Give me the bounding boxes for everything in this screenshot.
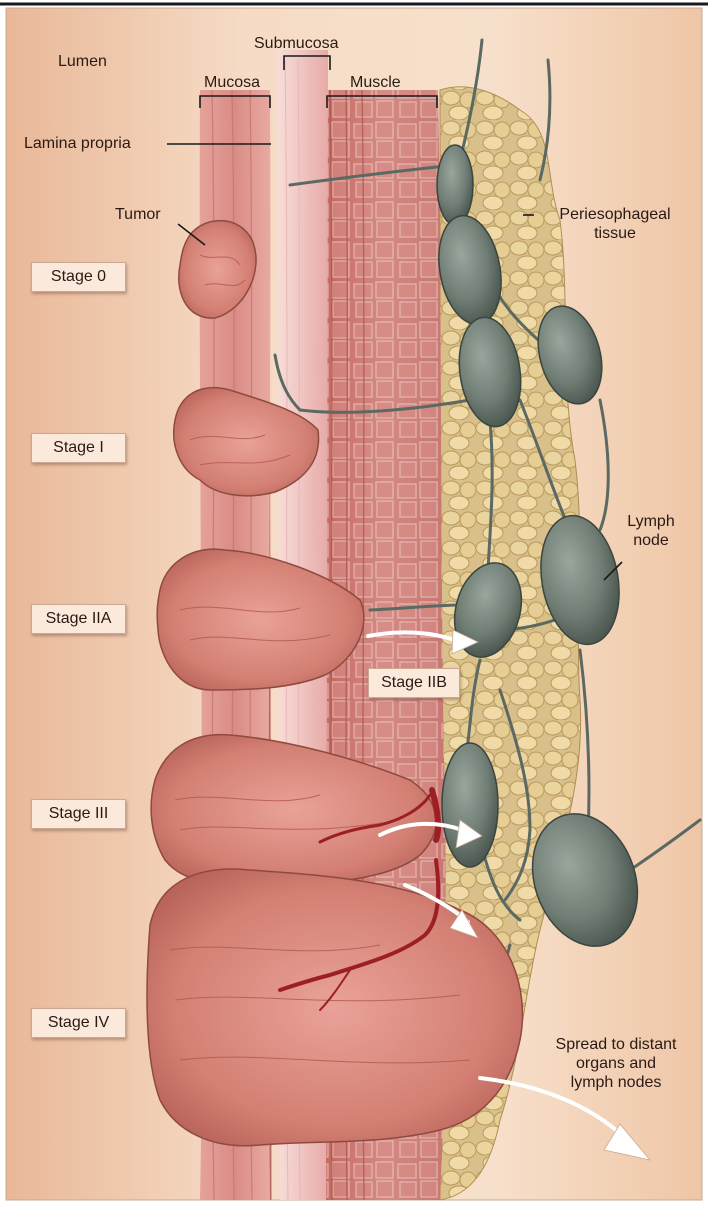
spread-label-line2: organs and <box>536 1054 696 1073</box>
stage-3-label: Stage III <box>31 799 126 829</box>
stage-2a-label: Stage IIA <box>31 604 126 634</box>
mucosa-label: Mucosa <box>204 73 260 92</box>
stage-0-label: Stage 0 <box>31 262 126 292</box>
periesophageal-label-line1: Periesophageal <box>540 205 690 224</box>
lymph-node-label-line1: Lymph <box>616 512 686 531</box>
muscle-label: Muscle <box>350 73 401 92</box>
spread-label: Spread to distant organs and lymph nodes <box>536 1035 696 1092</box>
periesophageal-label-line2: tissue <box>540 224 690 243</box>
lamina-propria-label: Lamina propria <box>24 134 131 153</box>
periesophageal-tissue-label: Periesophageal tissue <box>540 205 690 243</box>
lymph-node-label: Lymph node <box>616 512 686 550</box>
lymph-node-label-line2: node <box>616 531 686 550</box>
lumen-label: Lumen <box>58 52 107 71</box>
submucosa-label: Submucosa <box>254 34 339 53</box>
spread-label-line3: lymph nodes <box>536 1073 696 1092</box>
stage-1-label: Stage I <box>31 433 126 463</box>
spread-label-line1: Spread to distant <box>536 1035 696 1054</box>
tumor-label: Tumor <box>115 205 161 224</box>
stage-2b-label: Stage IIB <box>368 668 460 698</box>
stage-4-label: Stage IV <box>31 1008 126 1038</box>
